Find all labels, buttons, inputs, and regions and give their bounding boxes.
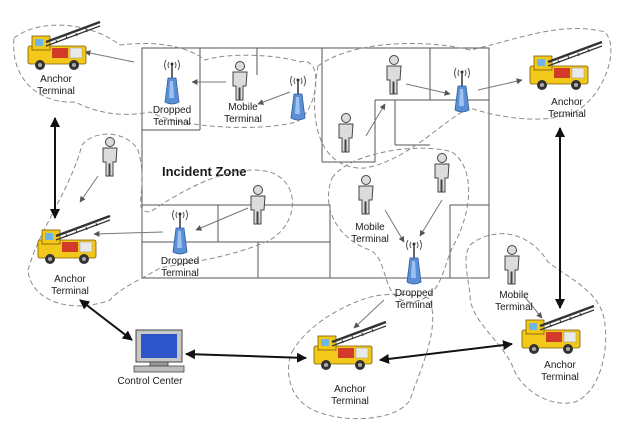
fire-truck-icon <box>36 214 112 266</box>
person-icon <box>358 175 374 215</box>
fire-truck-icon <box>528 40 604 92</box>
cluster-outlines <box>13 24 612 420</box>
dropped-terminal-icon <box>405 239 423 285</box>
person-icon <box>338 113 354 153</box>
fire-truck-icon <box>26 20 102 72</box>
fire-truck-icon <box>312 320 388 372</box>
incident-zone-title: Incident Zone <box>162 164 247 179</box>
person-icon <box>434 153 450 193</box>
dropped-terminal-icon <box>163 59 181 105</box>
backbone-links <box>50 117 565 364</box>
person-icon <box>504 245 520 285</box>
control-center-computer-icon <box>133 329 185 373</box>
anchor-terminal-bottom-center <box>312 320 388 372</box>
person-icon <box>250 185 266 225</box>
incident-zone-floorplan: Incident Zone <box>141 47 490 279</box>
anchor-terminal-top-right <box>528 40 604 92</box>
person-icon <box>102 137 118 177</box>
anchor-terminal-mid-left <box>36 214 112 266</box>
anchor-terminal-top-left <box>26 20 102 72</box>
fire-truck-icon <box>520 304 596 356</box>
control-center-label: Control Center <box>117 376 183 387</box>
dropped-terminal-icon <box>453 67 471 113</box>
person-icon <box>386 55 402 95</box>
dropped-terminal-icon <box>289 75 307 121</box>
dropped-terminal-icon <box>171 209 189 255</box>
anchor-terminal-bottom-right <box>520 304 596 356</box>
wireless-links <box>79 50 543 329</box>
person-icon <box>232 61 248 101</box>
